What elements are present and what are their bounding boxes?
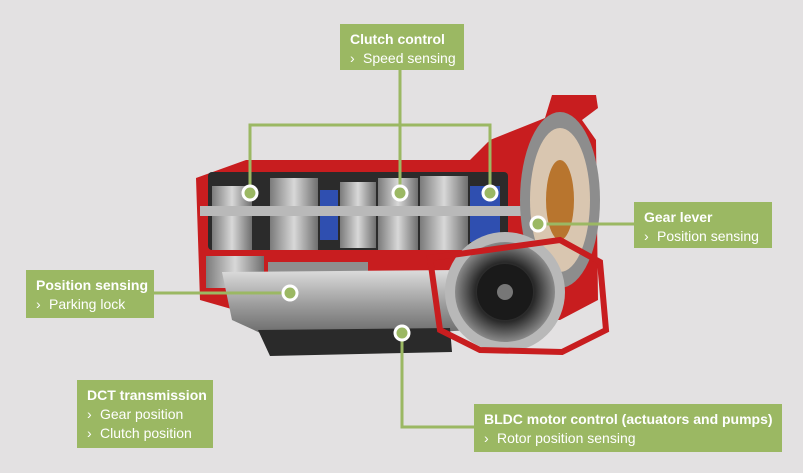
transmission-image: [196, 95, 610, 356]
dot-position-sensing: [281, 284, 299, 302]
chevron-right-icon: ›: [644, 228, 649, 244]
dot-gear-lever: [529, 215, 547, 233]
chevron-right-icon: ›: [87, 406, 92, 422]
dct-transmission-item-gear: ›Gear position: [87, 406, 184, 422]
connector-bldc: [400, 333, 474, 429]
dot-bldc: [393, 324, 411, 342]
connector-clutch-left: [248, 123, 492, 193]
label-gear-lever: Gear lever ›Position sensing: [634, 202, 772, 248]
dct-transmission-title: DCT transmission: [87, 387, 207, 403]
chevron-right-icon: ›: [36, 296, 41, 312]
dot-clutch-center: [391, 184, 409, 202]
label-clutch-control: Clutch control ›Speed sensing: [340, 24, 464, 70]
bldc-motor-item: ›Rotor position sensing: [484, 430, 636, 446]
connector-lines: [154, 70, 636, 429]
chevron-right-icon: ›: [350, 50, 355, 66]
dot-clutch-left: [241, 184, 259, 202]
label-dct-transmission: DCT transmission ›Gear position ›Clutch …: [77, 380, 213, 448]
chevron-right-icon: ›: [87, 425, 92, 441]
clutch-control-title: Clutch control: [350, 31, 445, 47]
gear-lever-item: ›Position sensing: [644, 228, 759, 244]
chevron-right-icon: ›: [484, 430, 489, 446]
dot-clutch-right: [481, 184, 499, 202]
label-bldc-motor-control: BLDC motor control (actuators and pumps)…: [474, 404, 782, 452]
clutch-control-item: ›Speed sensing: [350, 50, 456, 66]
gear-lever-title: Gear lever: [644, 209, 713, 225]
label-position-sensing: Position sensing ›Parking lock: [26, 270, 154, 318]
bldc-motor-title: BLDC motor control (actuators and pumps): [484, 411, 773, 427]
connector-dots: [241, 184, 547, 342]
dct-transmission-item-clutch: ›Clutch position: [87, 425, 192, 441]
position-sensing-title: Position sensing: [36, 277, 149, 293]
position-sensing-item: ›Parking lock: [36, 296, 126, 312]
